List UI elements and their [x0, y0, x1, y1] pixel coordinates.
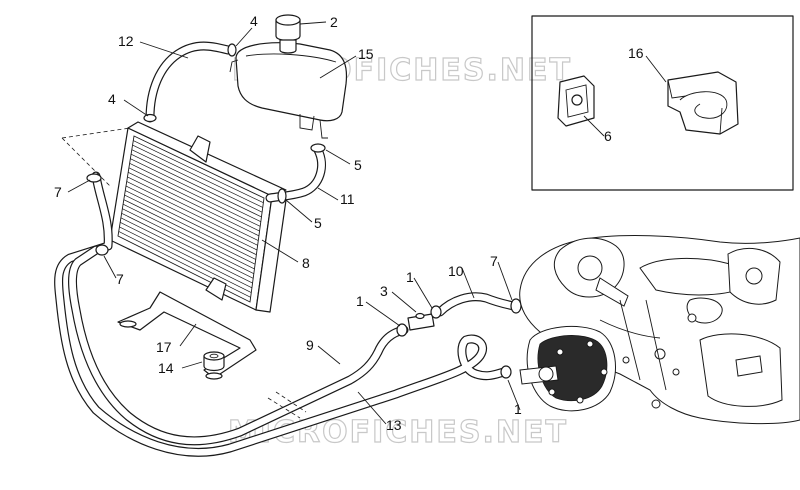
tank-cap-part-2: [275, 14, 301, 54]
callout-6: 6: [604, 128, 612, 144]
radiator-fin: [124, 194, 256, 260]
callout-4-radiator: 4: [108, 91, 116, 107]
hose-clamps: [86, 43, 522, 379]
radiator-fin: [132, 144, 263, 208]
clamp-7-upper: [86, 173, 102, 183]
engine-bolt: [548, 388, 556, 396]
pipe-part-9: [68, 245, 409, 446]
rubber-mount-part-14: [203, 351, 225, 372]
radiator-fin: [128, 167, 260, 232]
clamp-1-pump: [500, 365, 512, 379]
radiator-fin: [127, 176, 259, 241]
radiator-fin: [128, 172, 260, 237]
clamp-7-lower: [95, 244, 109, 256]
bracket-plate-part-6: [557, 75, 595, 127]
radiator-fin: [125, 185, 258, 251]
expansion-tank-part-15: [229, 42, 348, 139]
engine-bolt: [556, 348, 564, 356]
callout-8: 8: [302, 255, 310, 271]
radiator-fin: [123, 199, 256, 265]
callout-12: 12: [118, 33, 134, 49]
callout-13: 13: [386, 417, 402, 433]
engine-bolt: [576, 396, 584, 404]
engine-bolt: [600, 368, 608, 376]
callout-5-tank: 5: [354, 157, 362, 173]
callout-11: 11: [340, 191, 355, 207]
radiator-fins: [118, 140, 264, 298]
callout-1-left: 1: [356, 293, 364, 309]
callout-7-engine: 7: [490, 253, 498, 269]
radiator-fin: [120, 217, 253, 284]
clamp-1-left: [396, 323, 408, 337]
callout-9: 9: [306, 337, 314, 353]
callout-7-upper: 7: [54, 184, 62, 200]
clamp-4-radiator: [143, 113, 157, 123]
callout-1-mid: 1: [406, 269, 414, 285]
hose-part-12: [145, 41, 233, 123]
radiator-fin: [133, 140, 264, 204]
hose-part-10: [435, 292, 519, 317]
callout-labels: 2 4 12 15 4 7 5 11 5 8 7 17 14 9 13 1 3 …: [54, 13, 644, 433]
callout-2: 2: [330, 14, 338, 30]
radiator-fin: [118, 231, 251, 298]
clamp-5-tank: [310, 143, 326, 153]
radiator-part-8: [109, 121, 287, 313]
callout-4-top: 4: [250, 13, 258, 29]
engine-bolt: [672, 368, 680, 376]
callout-3: 3: [380, 283, 388, 299]
radiator-fin: [119, 226, 252, 293]
clamp-7-engine: [510, 298, 522, 314]
radiator-fin: [122, 208, 254, 274]
fitting-part-3: [407, 312, 435, 331]
radiator-fin: [130, 153, 262, 218]
radiator-fin: [126, 181, 258, 246]
radiator-fin: [129, 162, 261, 227]
radiator-fin: [121, 212, 254, 279]
hose-clip-part-16: [667, 71, 739, 135]
callout-10: 10: [448, 263, 464, 279]
callout-15: 15: [358, 46, 374, 62]
leader-lines: [67, 21, 667, 425]
engine-bolt: [622, 356, 630, 364]
radiator-fin: [120, 222, 253, 289]
radiator-fin: [131, 149, 263, 213]
callout-17: 17: [156, 339, 172, 355]
clamp-4-top: [227, 43, 237, 57]
radiator-bracket-part-17: [117, 291, 257, 380]
engine-bolts: [548, 340, 680, 404]
clamp-5-radiator: [277, 188, 287, 204]
inset-box: [531, 15, 794, 191]
radiator-fin: [122, 203, 255, 270]
engine-assembly: [519, 235, 800, 425]
clamp-1-mid: [430, 305, 442, 319]
callout-7-lower: 7: [116, 271, 124, 287]
callout-1-pump: 1: [514, 401, 522, 417]
alignment-lines: [61, 127, 307, 419]
callout-16: 16: [628, 45, 644, 61]
pipe-part-13: [54, 171, 509, 457]
engine-bolt: [586, 340, 594, 348]
radiator-fin: [130, 158, 261, 222]
callout-5-radiator: 5: [314, 215, 322, 231]
callout-14: 14: [158, 360, 174, 376]
radiator-fin: [125, 190, 257, 256]
